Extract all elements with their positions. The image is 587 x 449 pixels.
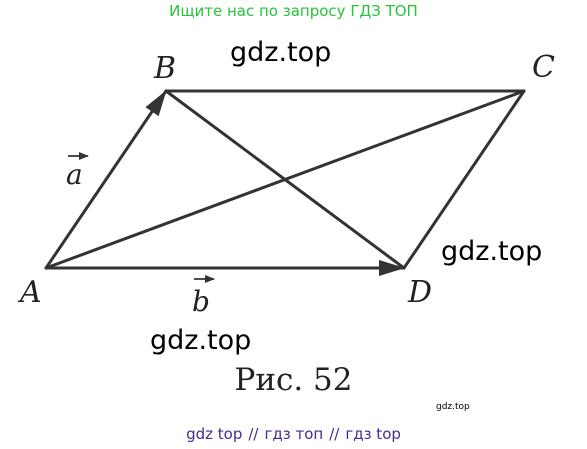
point-a-label: A	[17, 275, 42, 310]
point-d-label: D	[407, 275, 432, 310]
footer-link-2[interactable]: гдз топ	[264, 425, 324, 443]
vector-ab	[44, 89, 168, 270]
point-b-label: B	[153, 51, 176, 86]
vector-a-label: a	[66, 158, 83, 191]
footer-separator: //	[329, 425, 340, 443]
vector-b-label: b	[192, 285, 210, 318]
point-c-label: C	[532, 50, 555, 85]
diagonal-bd	[164, 89, 406, 270]
side-cd	[402, 89, 526, 270]
watermark-bottom: gdz.top	[150, 325, 252, 356]
footer-link-1[interactable]: gdz top	[186, 425, 243, 443]
footer-links[interactable]: gdz top // гдз топ // гдз top	[0, 425, 587, 443]
watermark-tiny: gdz.top	[436, 402, 470, 412]
top-banner[interactable]: Ищите нас по запросу ГДЗ ТОП	[169, 2, 418, 20]
footer-link-3[interactable]: гдз top	[345, 425, 401, 443]
watermark-top: gdz.top	[230, 37, 332, 68]
watermark-right: gdz.top	[441, 236, 543, 267]
figure-caption: Рис. 52	[234, 362, 353, 398]
footer-separator: //	[248, 425, 259, 443]
